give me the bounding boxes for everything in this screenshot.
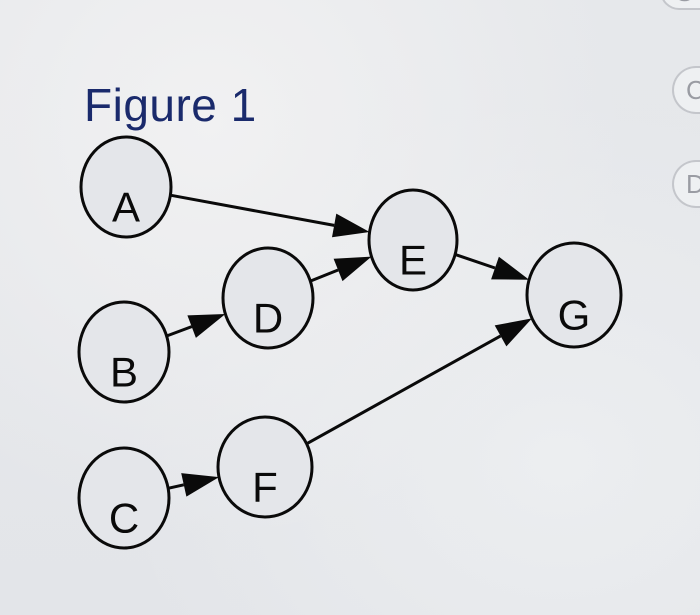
side-option-c[interactable]: C: [672, 66, 700, 114]
edge-line: [167, 483, 185, 490]
side-option-label: C: [686, 76, 700, 104]
arrowhead: [332, 213, 370, 238]
node-circle: [79, 135, 173, 239]
node-circle: [216, 415, 314, 519]
node-label: G: [558, 292, 591, 339]
arrowhead: [333, 256, 372, 282]
edge-line: [305, 334, 502, 446]
edge-f-to-g: [305, 318, 532, 446]
node-circle: [367, 188, 459, 292]
edge-line: [166, 325, 193, 338]
figure-title: Figure 1: [84, 79, 257, 131]
node-label: A: [112, 184, 140, 231]
node-circle: [525, 241, 623, 349]
node-f: F: [216, 415, 314, 519]
node-layer: A B C D E F G: [77, 135, 623, 550]
node-label: E: [399, 237, 427, 284]
node-g: G: [525, 241, 623, 349]
node-circle: [77, 300, 171, 404]
arrowhead: [494, 318, 532, 347]
node-label: B: [110, 349, 138, 396]
node-label: F: [252, 464, 278, 511]
edge-b-to-d: [166, 314, 226, 338]
edge-line: [454, 252, 496, 270]
node-e: E: [367, 188, 459, 292]
node-a: A: [79, 135, 173, 239]
node-circle: [221, 246, 315, 350]
node-label: C: [109, 495, 139, 542]
side-option-label: D: [686, 170, 700, 198]
edge-e-to-g: [454, 252, 530, 280]
edge-layer: [166, 193, 532, 497]
node-c: C: [77, 446, 171, 550]
arrowhead: [491, 256, 530, 280]
node-label: D: [253, 295, 283, 342]
node-b: B: [77, 300, 171, 404]
edge-d-to-e: [309, 256, 372, 283]
edge-line: [170, 193, 335, 227]
edge-line: [309, 268, 339, 283]
arrowhead: [181, 473, 219, 497]
side-option-label: G: [674, 0, 694, 6]
arrowhead: [187, 314, 226, 338]
edge-a-to-e: [170, 193, 370, 238]
node-d: D: [221, 246, 315, 350]
node-circle: [77, 446, 171, 550]
edge-c-to-f: [167, 473, 219, 497]
